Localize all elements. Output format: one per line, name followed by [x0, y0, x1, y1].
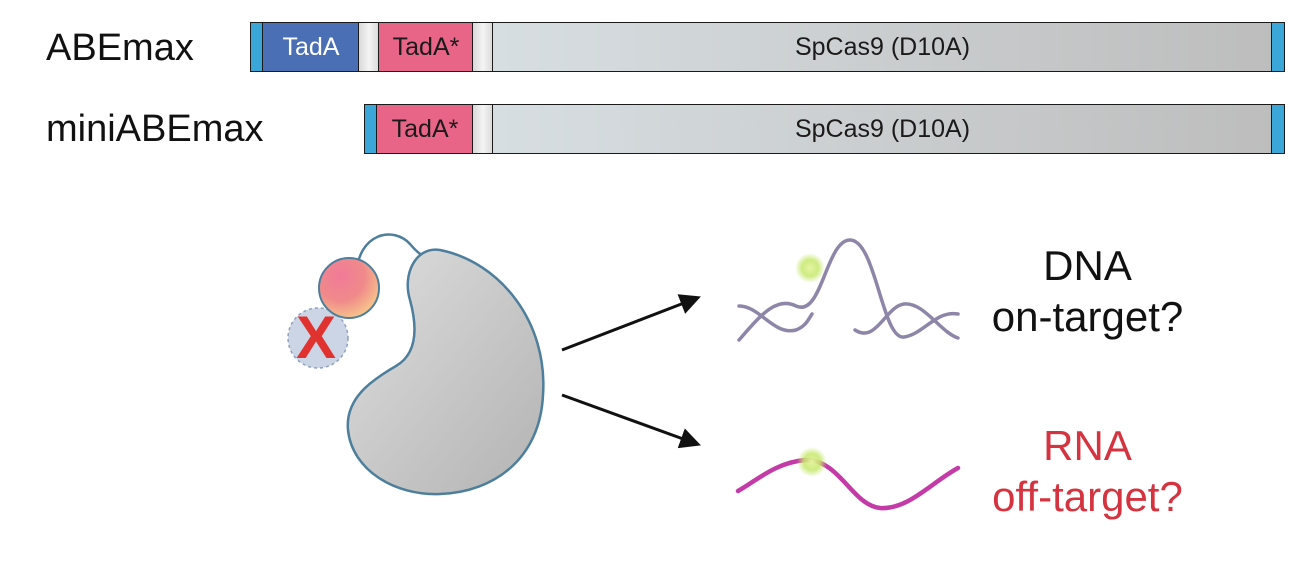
dna-outcome-label: DNA on-target?	[980, 240, 1195, 342]
tada-star-domain	[318, 257, 380, 319]
rna-outcome-label: RNA off-target?	[980, 420, 1195, 522]
domain-spcas9: SpCas9 (D10A)	[492, 22, 1273, 72]
domain-tada: TadA	[262, 22, 360, 72]
construct-label-miniabemax: miniABEmax	[46, 108, 264, 150]
dna-strand-2	[737, 302, 960, 340]
rna-outcome-line1: RNA	[1043, 422, 1132, 469]
domain-tada-star: TadA*	[378, 22, 474, 72]
dna-outcome-line2: on-target?	[991, 293, 1184, 341]
dna-edit-site-glow	[795, 253, 825, 283]
construct-label-abemax: ABEmax	[46, 27, 194, 69]
rna-strand	[735, 457, 961, 511]
c-terminal-cap	[1271, 22, 1285, 72]
c-terminal-cap	[1271, 104, 1285, 154]
construct-bar-miniabemax: TadA* SpCas9 (D10A)	[364, 104, 1285, 154]
removed-tada-domain	[287, 307, 349, 369]
rna-outcome-line2: off-target?	[992, 473, 1183, 521]
construct-bar-abemax: TadA TadA* SpCas9 (D10A)	[250, 22, 1285, 72]
arrow-to-dna	[561, 294, 701, 352]
cas9-protein-body	[346, 248, 545, 496]
domain-spcas9-label: SpCas9 (D10A)	[794, 32, 971, 61]
domain-tada-label: TadA	[282, 32, 340, 61]
domain-tada-star-label: TadA*	[391, 114, 459, 143]
removed-mark: X	[296, 304, 336, 371]
dna-outcome-line1: DNA	[1043, 242, 1132, 289]
dna-strand-1	[737, 238, 960, 342]
arrow-to-rna	[561, 393, 701, 449]
domain-spcas9: SpCas9 (D10A)	[492, 104, 1273, 154]
domain-tada-star: TadA*	[376, 104, 474, 154]
domain-spcas9-label: SpCas9 (D10A)	[794, 114, 971, 143]
rna-edit-site-glow	[797, 447, 827, 477]
domain-tada-star-label: TadA*	[392, 32, 460, 61]
